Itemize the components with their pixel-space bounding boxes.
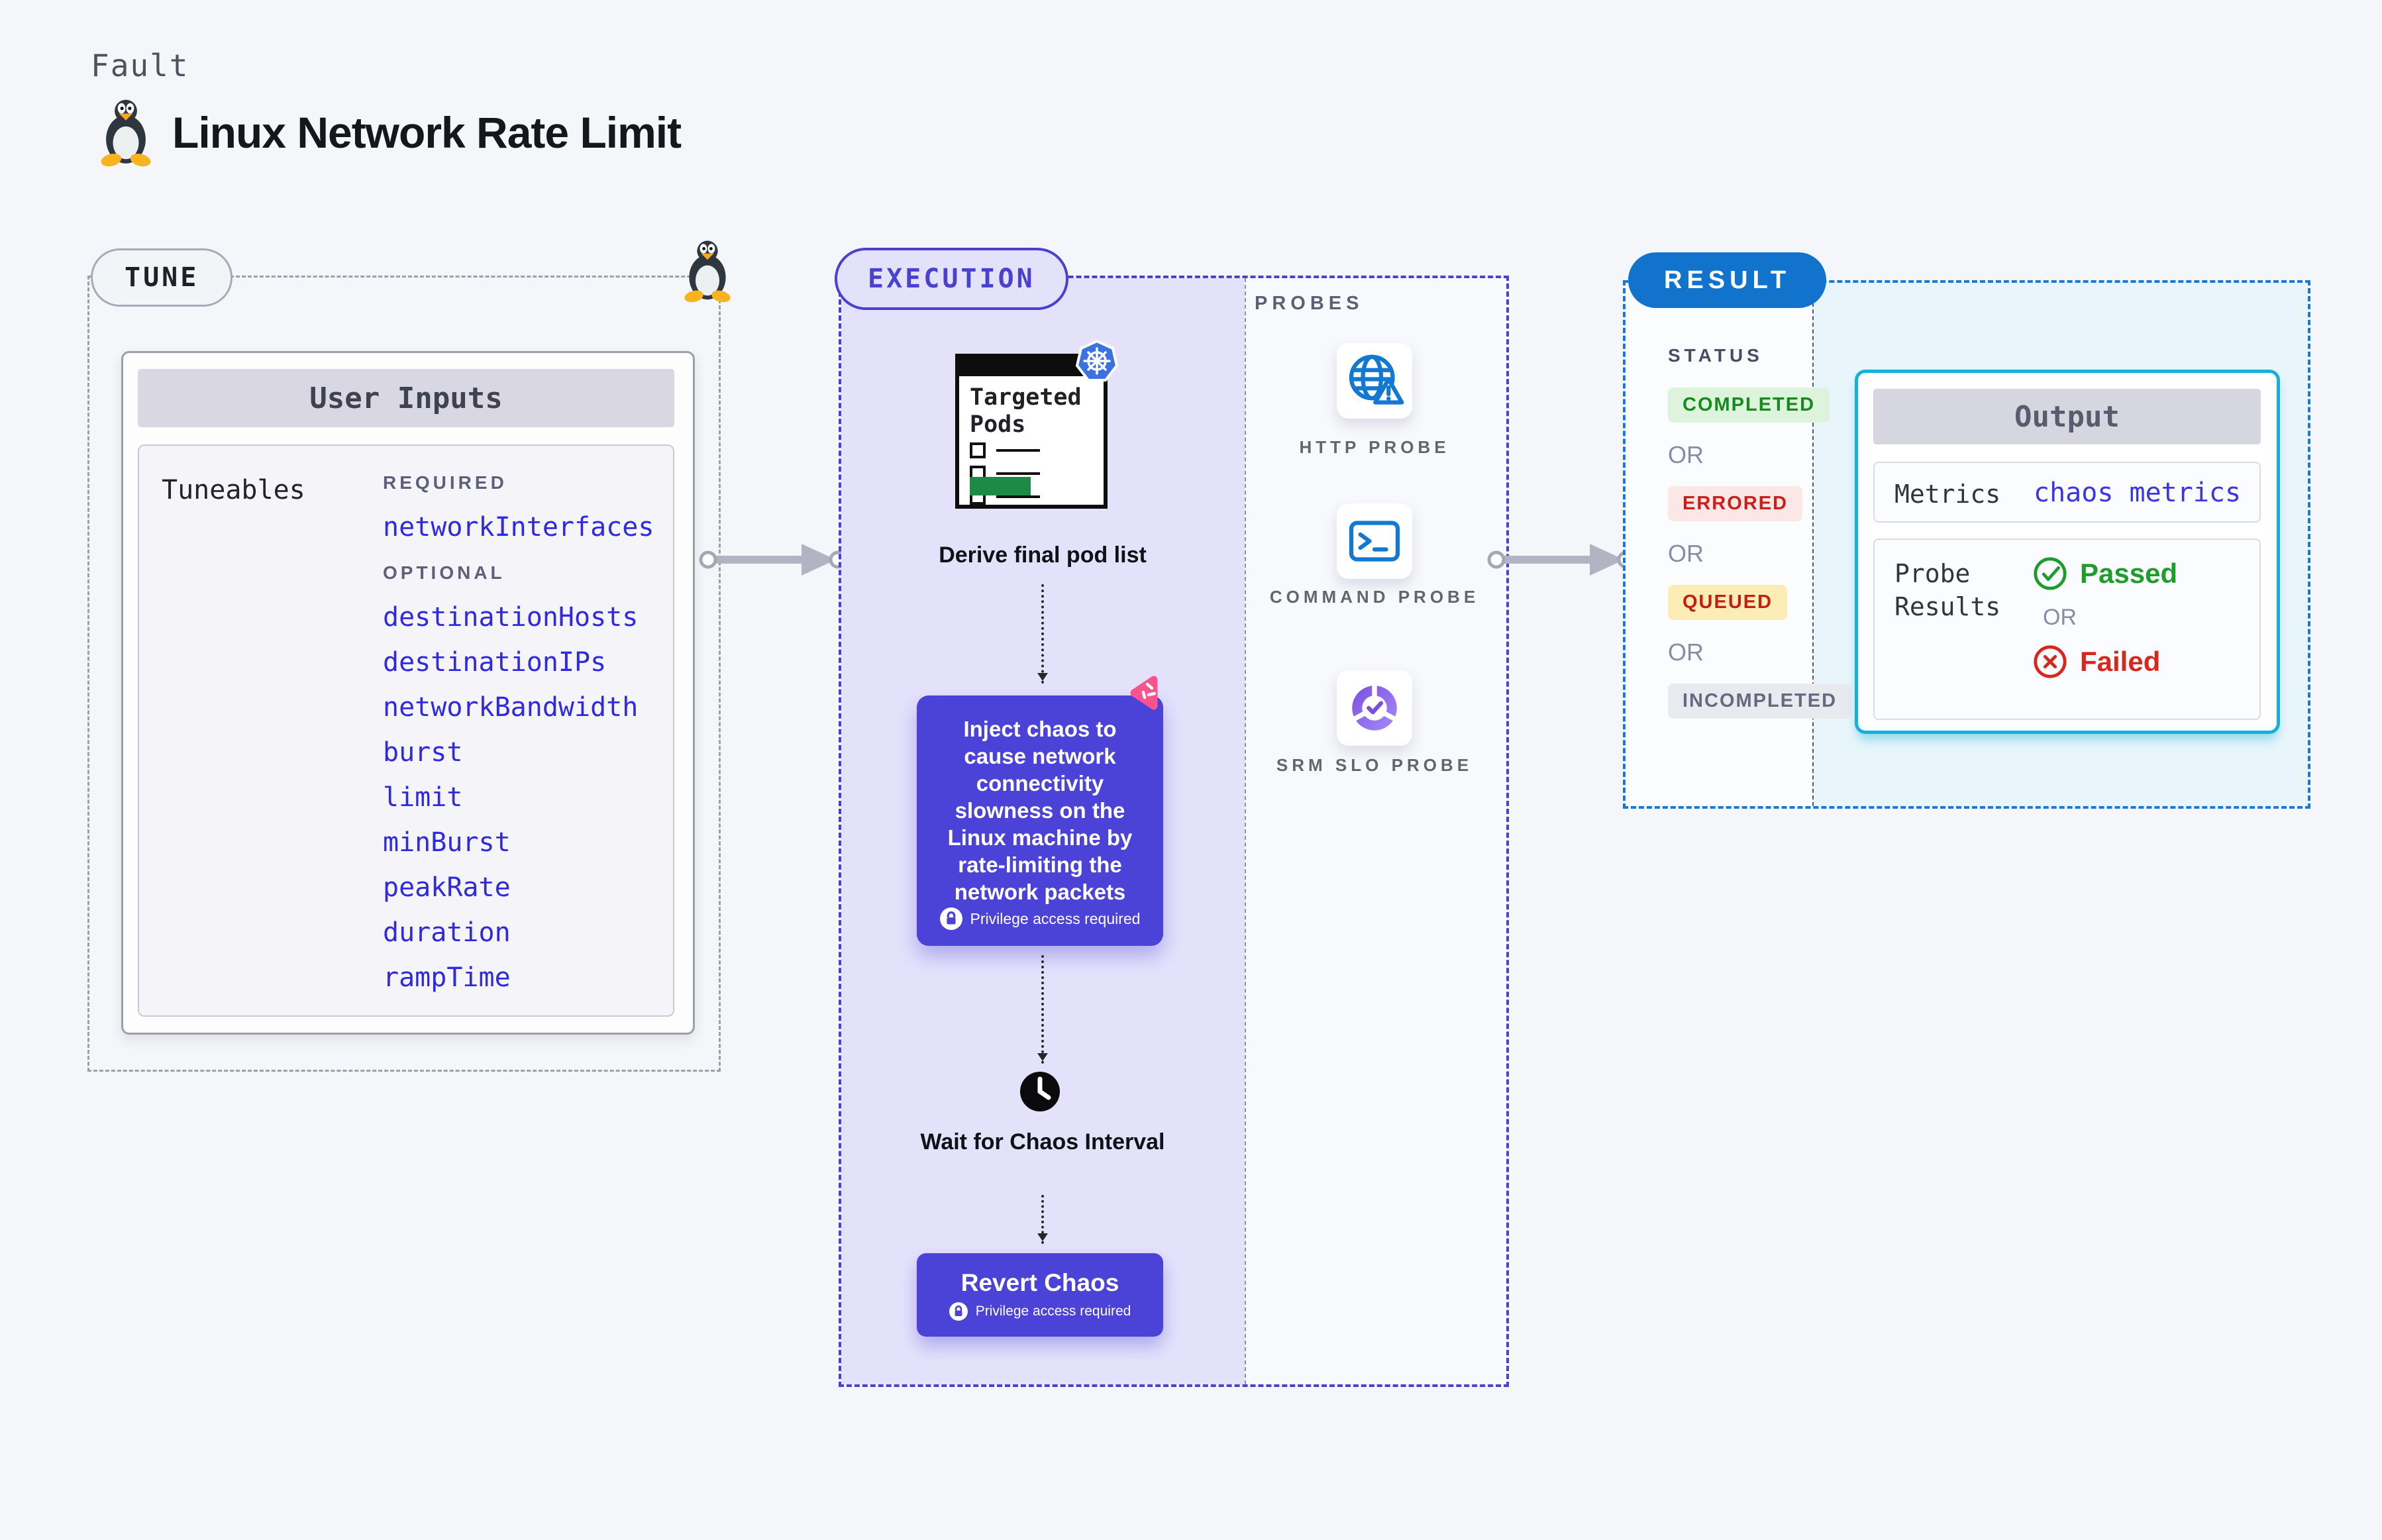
privilege-label: Privilege access required <box>975 1304 1131 1319</box>
privilege-label: Privilege access required <box>970 909 1141 927</box>
or-label: OR <box>1668 441 1704 468</box>
list-line <box>996 449 1040 452</box>
tuneables-label: Tuneables <box>162 475 305 505</box>
checkbox-icon <box>970 442 986 458</box>
tuneable-item: rampTime <box>383 962 511 993</box>
revert-chaos-step: Revert Chaos Privilege access required <box>917 1253 1163 1337</box>
status-column-background <box>1626 283 1812 806</box>
privilege-row: Privilege access required <box>933 907 1147 930</box>
probe-results-row: Probe Results Passed OR Failed <box>1873 539 2261 720</box>
wait-for-chaos-label: Wait for Chaos Interval <box>920 1129 1165 1155</box>
linux-tux-corner-icon <box>682 239 733 303</box>
slo-pie-icon <box>1345 680 1404 737</box>
result-badge: RESULT <box>1628 252 1827 308</box>
flow-arrow-down <box>1037 955 1048 1064</box>
or-label: OR <box>1668 540 1704 567</box>
probe-card <box>1337 503 1412 579</box>
fault-kicker: Fault <box>91 48 189 83</box>
result-section: RESULT STATUS COMPLETED OR ERRORED OR QUEUED… <box>1623 252 2310 809</box>
probe-results-label: Probe Results <box>1894 559 2001 621</box>
status-label: STATUS <box>1668 345 1763 366</box>
failed-x-icon <box>2032 644 2068 680</box>
user-inputs-card: User Inputs Tuneables REQUIRED networkInt… <box>121 351 695 1035</box>
passed-label: Passed <box>2080 558 2178 589</box>
probes-background <box>1245 278 1506 1384</box>
globe-alert-icon <box>1345 352 1404 409</box>
lock-icon <box>949 1302 968 1321</box>
linux-tux-icon <box>98 98 154 167</box>
flow-arrow-down <box>1037 1195 1048 1244</box>
list-line <box>996 495 1040 498</box>
status-badge: INCOMPLETED <box>1668 684 1852 719</box>
output-header: Output <box>1873 389 2261 444</box>
page-title-row: Linux Network Rate Limit <box>98 98 682 167</box>
tuneables-group-label: REQUIRED <box>383 472 507 493</box>
metrics-row: Metrics chaos metrics <box>1873 462 2261 523</box>
output-card: Output Metrics chaos metrics Probe Resul… <box>1855 370 2280 734</box>
derive-pod-list-label: Derive final pod list <box>939 542 1147 568</box>
tuneable-item: minBurst <box>383 827 511 858</box>
result-divider <box>1812 283 1814 806</box>
tuneable-item: destinationIPs <box>383 647 607 678</box>
status-badge: QUEUED <box>1668 585 1788 620</box>
tuneable-item: peakRate <box>383 872 511 903</box>
or-label: OR <box>1668 639 1704 666</box>
privilege-row: Privilege access required <box>949 1302 1131 1321</box>
tuneable-item: networkBandwidth <box>383 692 639 723</box>
status-badge: ERRORED <box>1668 486 1803 521</box>
passed-check-icon <box>2032 556 2068 591</box>
terminal-icon <box>1345 513 1404 570</box>
chaos-fault-icon <box>1127 676 1162 710</box>
tune-to-execution-arrow <box>697 533 849 586</box>
targeted-pods-title: Targeted Pods <box>970 384 1082 438</box>
failed-label: Failed <box>2080 646 2161 677</box>
probe-card <box>1337 343 1412 419</box>
metrics-value: chaos metrics <box>2034 478 2242 508</box>
tuneable-item: duration <box>383 917 511 948</box>
probes-section-label: PROBES <box>1255 293 1364 314</box>
flow-arrow-down <box>1037 584 1048 684</box>
tuneables-group-label: OPTIONAL <box>383 562 505 583</box>
probes-divider <box>1245 278 1246 1384</box>
page-title: Linux Network Rate Limit <box>172 108 682 157</box>
probe-label: SRM SLO PROBE <box>1276 755 1473 775</box>
probe-card <box>1337 670 1412 746</box>
revert-chaos-label: Revert Chaos <box>960 1269 1119 1296</box>
user-inputs-header: User Inputs <box>138 369 674 427</box>
clock-icon <box>1019 1070 1061 1113</box>
or-label: OR <box>2043 605 2077 630</box>
probe-results-values: Passed OR Failed <box>2032 556 2177 680</box>
inject-chaos-description: Inject chaos to cause network connectivi… <box>947 717 1133 904</box>
inject-chaos-step: Inject chaos to cause network connectivi… <box>917 695 1163 946</box>
tune-badge: TUNE <box>91 248 233 307</box>
status-list: COMPLETED OR ERRORED OR QUEUED OR INCOMPLETED <box>1668 387 1852 737</box>
list-line <box>996 472 1040 475</box>
tuneable-item: networkInterfaces <box>383 512 654 542</box>
execution-to-result-arrow <box>1485 533 1637 586</box>
progress-bar <box>970 477 1031 495</box>
execution-badge: EXECUTION <box>835 248 1068 310</box>
tuneable-item: limit <box>383 782 463 813</box>
tuneable-item: burst <box>383 737 463 768</box>
tuneable-item: destinationHosts <box>383 602 639 633</box>
status-badge: COMPLETED <box>1668 387 1830 423</box>
probe-label: COMMAND PROBE <box>1269 587 1480 607</box>
kubernetes-icon <box>1074 339 1119 384</box>
metrics-label: Metrics <box>1894 480 2001 509</box>
lock-icon <box>940 907 962 930</box>
probe-label: HTTP PROBE <box>1299 437 1450 457</box>
execution-section: EXECUTION PROBES Targeted Pods Derive fi… <box>835 248 1509 1387</box>
